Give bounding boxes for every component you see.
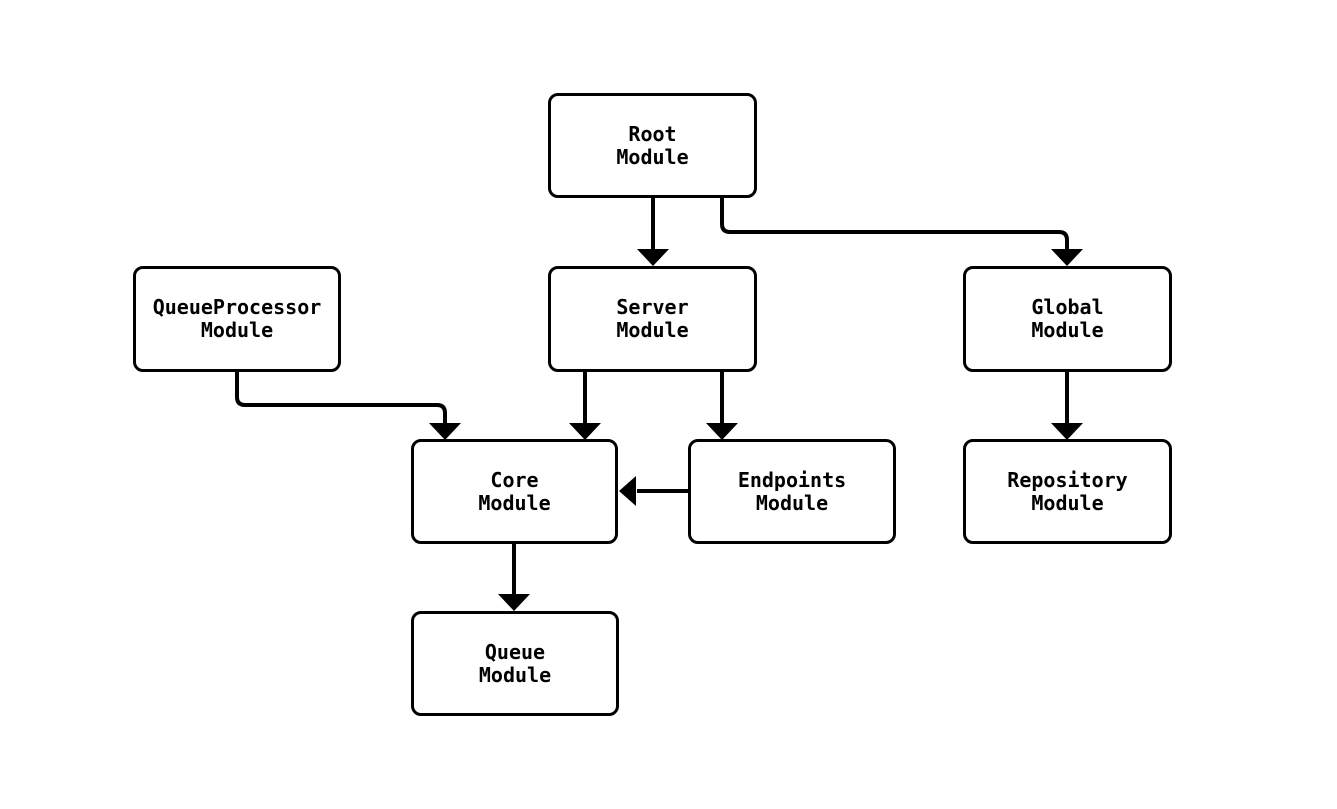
node-queue-module-label: Queue Module xyxy=(478,639,552,687)
edge-server-to-core xyxy=(569,372,601,440)
node-queue-processor-module: QueueProcessor Module xyxy=(133,266,341,372)
edge-core-to-queue xyxy=(498,544,530,611)
node-repository-module-label: Repository Module xyxy=(1007,467,1128,515)
node-core-module-label: Core Module xyxy=(478,467,551,515)
edge-root-to-server xyxy=(637,198,669,266)
arrowhead-root-to-server xyxy=(637,249,669,266)
node-core-module: Core Module xyxy=(411,439,618,544)
arrowhead-server-to-core xyxy=(569,423,601,440)
node-root-module: Root Module xyxy=(548,93,757,198)
node-endpoints-module: Endpoints Module xyxy=(688,439,896,544)
node-queue-processor-module-label: QueueProcessor Module xyxy=(152,295,322,342)
arrowhead-global-to-repository xyxy=(1051,423,1083,440)
edge-global-to-repository xyxy=(1051,372,1083,440)
node-repository-module: Repository Module xyxy=(963,439,1172,544)
arrowhead-endpoints-to-core xyxy=(619,476,636,506)
edge-root-to-global xyxy=(720,198,1083,266)
arrowhead-server-to-endpoints xyxy=(706,423,738,440)
node-server-module-label: Server Module xyxy=(616,295,689,342)
node-endpoints-module-label: Endpoints Module xyxy=(737,467,847,515)
arrowhead-core-to-queue xyxy=(498,594,530,611)
arrowhead-root-to-global xyxy=(1051,249,1083,266)
node-queue-module: Queue Module xyxy=(411,611,619,716)
edge-endpoints-to-core xyxy=(619,476,688,506)
node-root-module-label: Root Module xyxy=(616,121,689,169)
edge-server-to-endpoints xyxy=(706,372,738,440)
edge-queue-processor-to-core xyxy=(235,372,461,440)
arrowhead-queue-processor-to-core xyxy=(429,423,461,440)
node-server-module: Server Module xyxy=(548,266,757,372)
node-global-module-label: Global Module xyxy=(1031,295,1104,342)
node-global-module: Global Module xyxy=(963,266,1172,372)
